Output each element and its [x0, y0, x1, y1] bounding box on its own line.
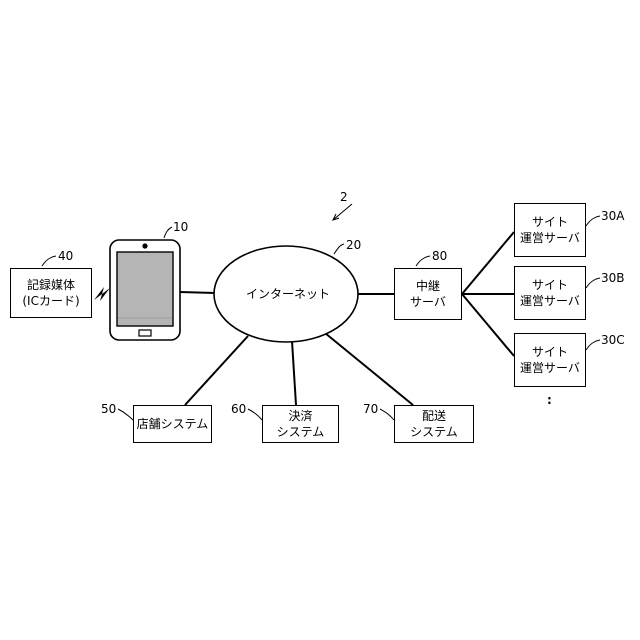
internet-ref: 20 [346, 238, 361, 252]
delivery-system-line2: システム [410, 424, 458, 440]
more-servers-ellipsis: : [547, 393, 552, 407]
payment-system-box: 決済 システム [262, 405, 339, 443]
link-relay-30A [462, 232, 514, 294]
leader-80 [416, 256, 430, 266]
site-server-line2: 運営サーバ [520, 360, 580, 376]
internet-label: インターネット [246, 287, 330, 301]
payment-system-ref: 60 [231, 402, 246, 416]
figure-number: 2 [340, 190, 348, 204]
site-server-line2: 運営サーバ [520, 293, 580, 309]
site-server-30A-box: サイト 運営サーバ [514, 203, 586, 257]
link-internet-store [185, 336, 248, 405]
relay-server-ref: 80 [432, 249, 447, 263]
leader-30C [586, 340, 600, 350]
link-internet-payment [292, 341, 296, 405]
site-server-line1: サイト [532, 344, 568, 360]
store-system-line1: 店舗システム [137, 416, 209, 432]
leader-70 [380, 409, 394, 420]
recording-medium-ref: 40 [58, 249, 73, 263]
relay-server-line1: 中継 [416, 278, 440, 294]
smartphone [110, 240, 180, 340]
leader-10 [164, 227, 172, 238]
wireless-icon [94, 287, 110, 301]
store-system-ref: 50 [101, 402, 116, 416]
link-internet-delivery [325, 333, 413, 405]
figure-pointer [333, 204, 352, 220]
site-server-30C-ref: 30C [601, 333, 625, 347]
relay-server-box: 中継 サーバ [394, 268, 462, 320]
store-system-box: 店舗システム [133, 405, 212, 443]
site-server-line1: サイト [532, 214, 568, 230]
site-server-30B-ref: 30B [601, 271, 625, 285]
recording-medium-line1: 記録媒体 [27, 277, 75, 293]
site-server-30C-box: サイト 運営サーバ [514, 333, 586, 387]
leader-30A [586, 216, 600, 226]
leader-60 [248, 409, 262, 420]
delivery-system-box: 配送 システム [394, 405, 474, 443]
recording-medium-box: 記録媒体 (ICカード) [10, 268, 92, 318]
site-server-line1: サイト [532, 277, 568, 293]
leader-20 [334, 244, 344, 254]
link-relay-30C [462, 294, 514, 356]
site-server-line2: 運営サーバ [520, 230, 580, 246]
smartphone-ref: 10 [173, 220, 188, 234]
site-server-30B-box: サイト 運営サーバ [514, 266, 586, 320]
leader-30B [586, 278, 600, 288]
delivery-system-line1: 配送 [422, 408, 446, 424]
site-server-30A-ref: 30A [601, 209, 624, 223]
leader-40 [42, 256, 56, 266]
payment-system-line1: 決済 [288, 408, 312, 424]
payment-system-line2: システム [277, 424, 325, 440]
delivery-system-ref: 70 [363, 402, 378, 416]
link-phone-internet [180, 292, 215, 293]
leader-50 [118, 409, 134, 421]
recording-medium-line2: (ICカード) [22, 293, 79, 309]
relay-server-line2: サーバ [410, 294, 446, 310]
